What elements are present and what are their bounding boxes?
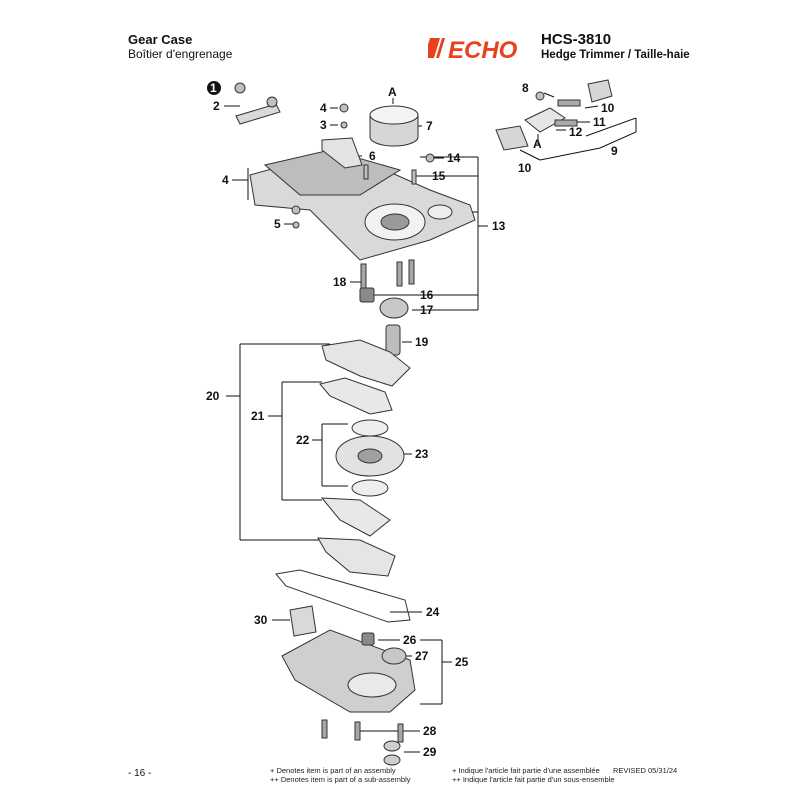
shoe-item-10b (495, 125, 529, 151)
callout-11: 11 (593, 115, 606, 129)
callout-9: 9 (611, 144, 618, 158)
plate-item-20-upper (321, 339, 411, 387)
callout-16: 16 (420, 288, 434, 302)
bearing-item-22-lower (351, 479, 389, 497)
callout-18: 18 (333, 275, 347, 289)
callout-10-bottom: 10 (518, 161, 532, 175)
callout-A-top: A (388, 85, 397, 99)
callout-6: 6 (369, 149, 376, 163)
crank-bore-inner (380, 213, 410, 231)
callout-4b: 4 (222, 173, 229, 187)
product-name: Hedge Trimmer / Taille-haie (541, 49, 690, 61)
page-number: - 16 - (128, 768, 152, 779)
gear-case-lower-item-25 (281, 629, 416, 713)
screw-item-4b (291, 205, 301, 215)
callout-28: 28 (423, 724, 437, 738)
dowel-pin-item-15b (411, 169, 417, 185)
callout-27: 27 (415, 649, 429, 663)
bearing-item-22-upper (351, 419, 389, 437)
revision-date: REVISED 05/31/24 (613, 766, 678, 775)
callout-7: 7 (426, 119, 433, 133)
bracket-plate (321, 137, 363, 169)
callout-1-badge (207, 81, 221, 95)
shoe-assembly-item-9 (495, 79, 613, 151)
page-header-left: Gear Case Boîtier d'engrenage (128, 32, 232, 61)
footer-note-fr-1: + Indique l'article fait partie d'une as… (452, 766, 600, 775)
callout-5: 5 (274, 217, 281, 231)
nut-item-1b (266, 96, 278, 108)
logo-wordmark: ECHO (448, 37, 518, 64)
needle-bearing-item-16 (359, 287, 375, 303)
callout-8: 8 (522, 81, 529, 95)
callout-4a: 4 (320, 101, 327, 115)
needle-bearing-item-26 (361, 632, 375, 646)
clutch-hub-item-12 (524, 107, 566, 133)
spring-item-11a (557, 99, 581, 107)
footer-notes-fr: + Indique l'article fait partie d'une as… (452, 766, 615, 784)
callout-29: 29 (423, 745, 437, 759)
washer-item-5 (292, 221, 300, 229)
model-number: HCS-3810 (541, 31, 612, 48)
ball-bearing-item-17 (379, 297, 409, 319)
bolts-item-18 (360, 259, 415, 289)
small-fasteners (234, 82, 435, 229)
logo-stripe-2 (430, 38, 440, 58)
clutch-drum (369, 105, 419, 147)
callout-14: 14 (447, 151, 461, 165)
echo-logo: ECHO (428, 37, 518, 64)
connecting-rod-item-21-lower (320, 497, 391, 537)
footer-notes-en: + Denotes item is part of an assembly ++… (270, 766, 410, 784)
connecting-rod-item-21-upper (319, 377, 393, 415)
footer-note-en-1: + Denotes item is part of an assembly (270, 766, 396, 775)
gear-item-23 (335, 435, 405, 477)
logo-stripe-3 (436, 38, 445, 58)
crankshaft-item-19 (385, 324, 401, 356)
grease-fitting-item-14 (425, 153, 435, 163)
nut-item-1 (234, 82, 246, 94)
washer-item-8 (535, 91, 545, 101)
plate-item-20-lower (317, 537, 396, 577)
callout-24: 24 (426, 605, 440, 619)
callout-26: 26 (403, 633, 417, 647)
bolts-item-28 (321, 719, 404, 743)
screw-item-4 (339, 103, 349, 113)
callout-22: 22 (296, 433, 310, 447)
gear-case-cover-assembly (249, 149, 476, 261)
leader-lines (224, 92, 637, 753)
link-plate (235, 103, 281, 125)
spring-item-11b (554, 119, 578, 127)
callout-2: 2 (213, 99, 220, 113)
pad-item-30 (289, 605, 317, 637)
footer-note-en-2: ++ Denotes item is part of a sub-assembl… (270, 775, 411, 784)
callout-15: 15 (432, 169, 446, 183)
handle-mount-rail (263, 149, 402, 196)
callout-13: 13 (492, 219, 506, 233)
callout-12: 12 (569, 125, 583, 139)
footer-note-fr-2: ++ Indique l'article fait partie d'un so… (452, 775, 615, 784)
callout-A-right: A (533, 137, 542, 151)
callout-3: 3 (320, 118, 327, 132)
callout-19: 19 (415, 335, 429, 349)
callout-1: 1 (210, 81, 217, 95)
washer-item-3 (340, 121, 348, 129)
callout-20: 20 (206, 389, 220, 403)
gasket-item-24 (275, 569, 411, 623)
callout-17: 17 (420, 303, 434, 317)
callout-25: 25 (455, 655, 469, 669)
callout-21: 21 (251, 409, 265, 423)
section-subtitle: Boîtier d'engrenage (128, 47, 233, 61)
section-title: Gear Case (128, 32, 193, 47)
mount-boss (427, 204, 453, 220)
rubber-feet-item-29 (383, 740, 401, 766)
callout-10-top: 10 (601, 101, 615, 115)
ball-bearing-item-27 (381, 647, 407, 665)
callout-23: 23 (415, 447, 429, 461)
callout-30: 30 (254, 613, 268, 627)
shoe-item-10a (587, 79, 613, 103)
page-header-right: HCS-3810 Hedge Trimmer / Taille-haie (541, 32, 690, 62)
clutch-drum-rim (369, 105, 419, 125)
dowel-pin-item-15a (363, 164, 369, 180)
